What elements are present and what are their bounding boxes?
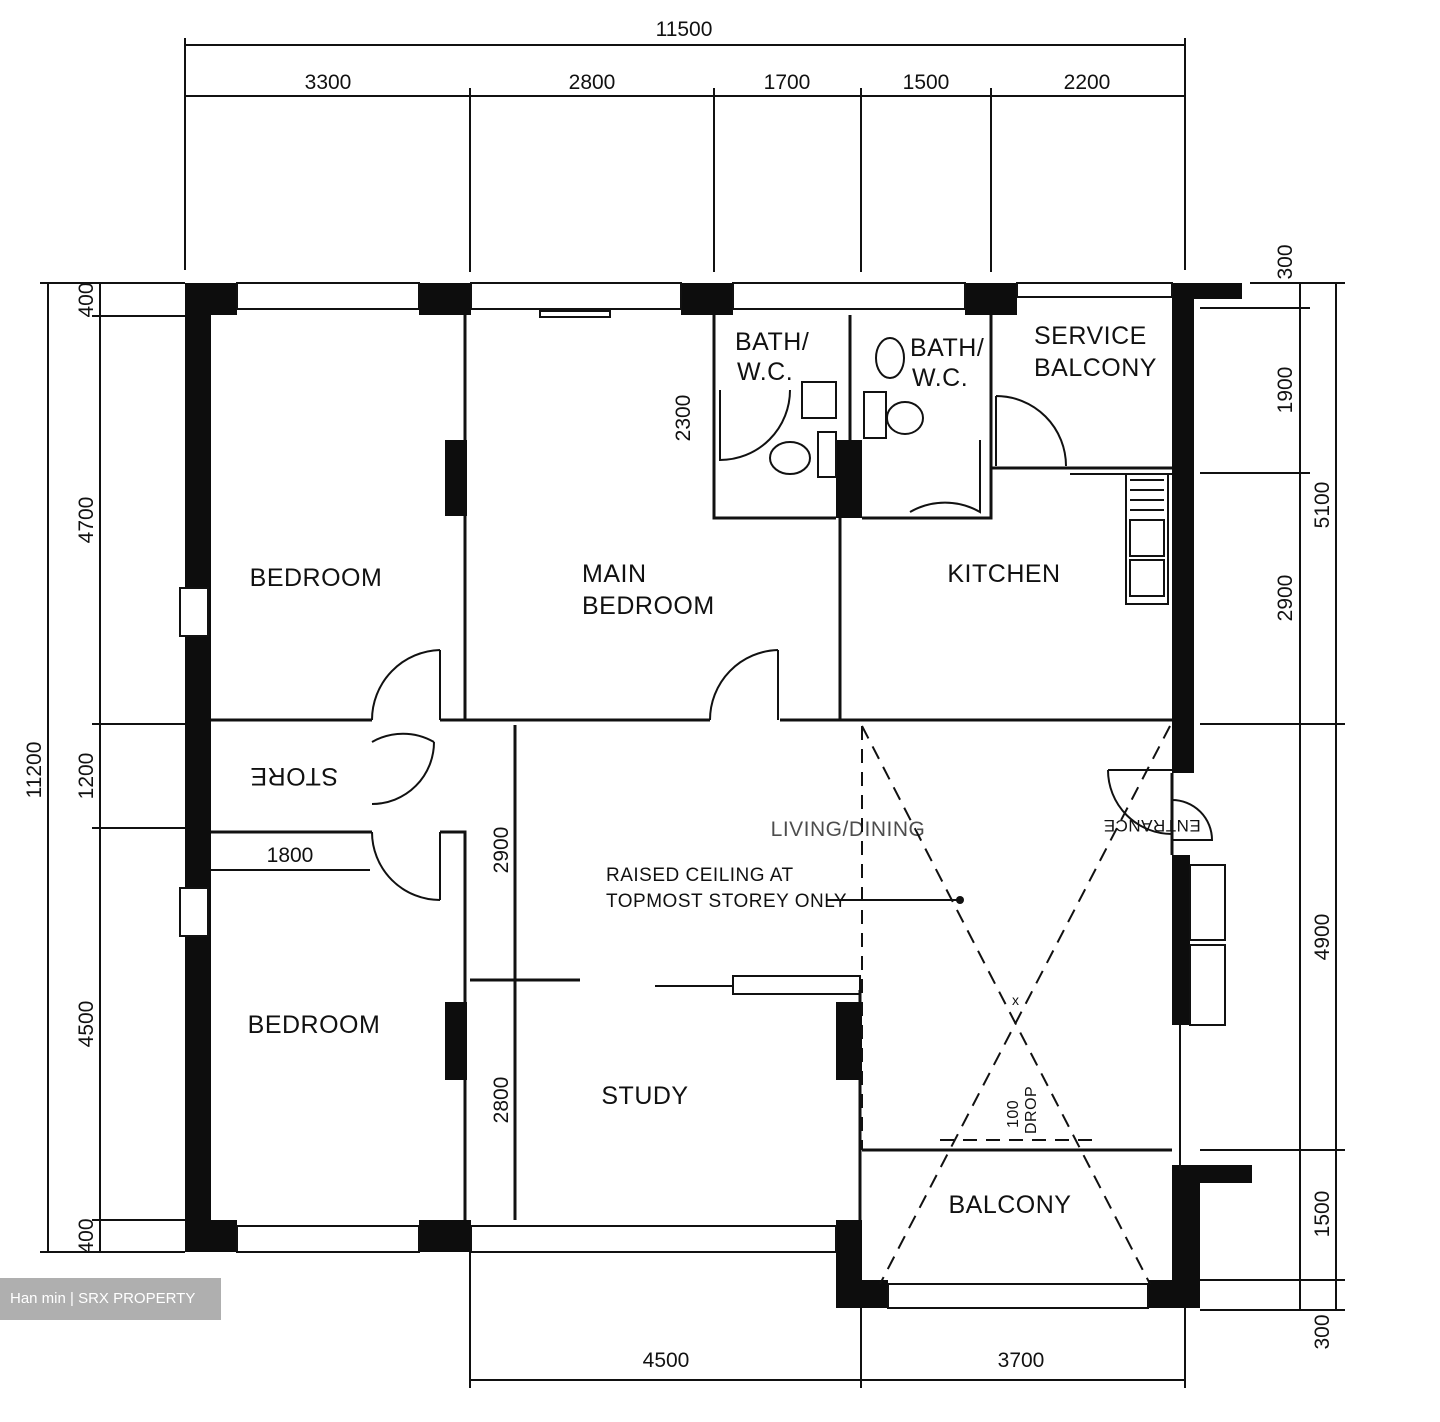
room-label-bedroom-2: BEDROOM bbox=[248, 1011, 381, 1039]
room-label-store: STORE bbox=[250, 762, 338, 790]
dim-left-seg-2: 4700 bbox=[75, 497, 98, 544]
bottom-dimension-lines bbox=[469, 1240, 1186, 1388]
room-label-balcony: BALCONY bbox=[949, 1191, 1072, 1219]
dim-left-seg-3: 1200 bbox=[75, 753, 98, 800]
note-drop-value: 100 bbox=[1005, 1100, 1022, 1128]
dim-study-depth: 2800 bbox=[490, 1077, 513, 1124]
dim-left-total: 11200 bbox=[23, 742, 46, 799]
room-label-main-bedroom-2: BEDROOM bbox=[582, 592, 715, 620]
room-label-bath-1-a: BATH/ bbox=[735, 328, 809, 356]
dim-right-seg-3: 2900 bbox=[1274, 575, 1297, 622]
raised-ceiling-lines bbox=[826, 725, 1171, 1285]
room-label-bedroom-1: BEDROOM bbox=[250, 564, 383, 592]
room-label-entrance: ENTRANCE bbox=[1103, 816, 1201, 835]
room-label-study: STUDY bbox=[601, 1082, 688, 1110]
room-label-living-dining: LIVING/DINING bbox=[771, 818, 926, 841]
watermark: Han min | SRX PROPERTY bbox=[0, 1278, 221, 1320]
room-label-bath-1-b: W.C. bbox=[737, 358, 793, 386]
dim-bottom-seg-2: 3700 bbox=[998, 1349, 1045, 1372]
room-label-main-bedroom-1: MAIN bbox=[582, 560, 647, 588]
dim-top-seg-3: 1700 bbox=[764, 71, 811, 94]
note-drop-label: DROP bbox=[1023, 1086, 1040, 1134]
dim-right-seg-1: 300 bbox=[1274, 244, 1297, 279]
dim-living-depth: 2900 bbox=[490, 827, 513, 874]
dim-top-seg-5: 2200 bbox=[1064, 71, 1111, 94]
dim-right-seg-6: 1500 bbox=[1311, 1191, 1334, 1238]
dim-bath-height: 2300 bbox=[672, 395, 695, 442]
ceiling-center-mark: x bbox=[1012, 992, 1020, 1008]
dim-right-seg-5: 4900 bbox=[1311, 914, 1334, 961]
room-label-kitchen: KITCHEN bbox=[947, 560, 1060, 588]
dim-left-seg-1: 400 bbox=[75, 282, 98, 317]
windows bbox=[179, 282, 1226, 1309]
room-label-service-balcony-2: BALCONY bbox=[1034, 354, 1157, 382]
top-dimension-lines bbox=[184, 38, 1186, 272]
doors bbox=[371, 337, 1214, 901]
dim-top-total: 11500 bbox=[656, 18, 713, 41]
dim-right-seg-2: 1900 bbox=[1274, 367, 1297, 414]
interior-walls bbox=[211, 315, 1181, 1220]
note-raised-ceiling-1: RAISED CEILING AT bbox=[606, 865, 794, 886]
room-label-bath-2-a: BATH/ bbox=[910, 334, 984, 362]
dim-right-seg-7: 300 bbox=[1311, 1314, 1334, 1349]
dim-store-width: 1800 bbox=[267, 844, 314, 867]
dim-left-seg-4: 4500 bbox=[75, 1001, 98, 1048]
dim-right-seg-4: 5100 bbox=[1311, 482, 1334, 529]
exterior-walls bbox=[185, 283, 1252, 1308]
room-label-service-balcony-1: SERVICE bbox=[1034, 322, 1147, 350]
right-dimension-lines bbox=[1200, 282, 1345, 1311]
left-dimension-lines bbox=[40, 282, 185, 1253]
dim-top-seg-2: 2800 bbox=[569, 71, 616, 94]
dim-top-seg-1: 3300 bbox=[305, 71, 352, 94]
room-label-bath-2-b: W.C. bbox=[912, 364, 968, 392]
dim-bottom-seg-1: 4500 bbox=[643, 1349, 690, 1372]
note-raised-ceiling-2: TOPMOST STOREY ONLY bbox=[606, 891, 847, 912]
dim-left-seg-5: 400 bbox=[75, 1218, 98, 1253]
dim-top-seg-4: 1500 bbox=[903, 71, 950, 94]
